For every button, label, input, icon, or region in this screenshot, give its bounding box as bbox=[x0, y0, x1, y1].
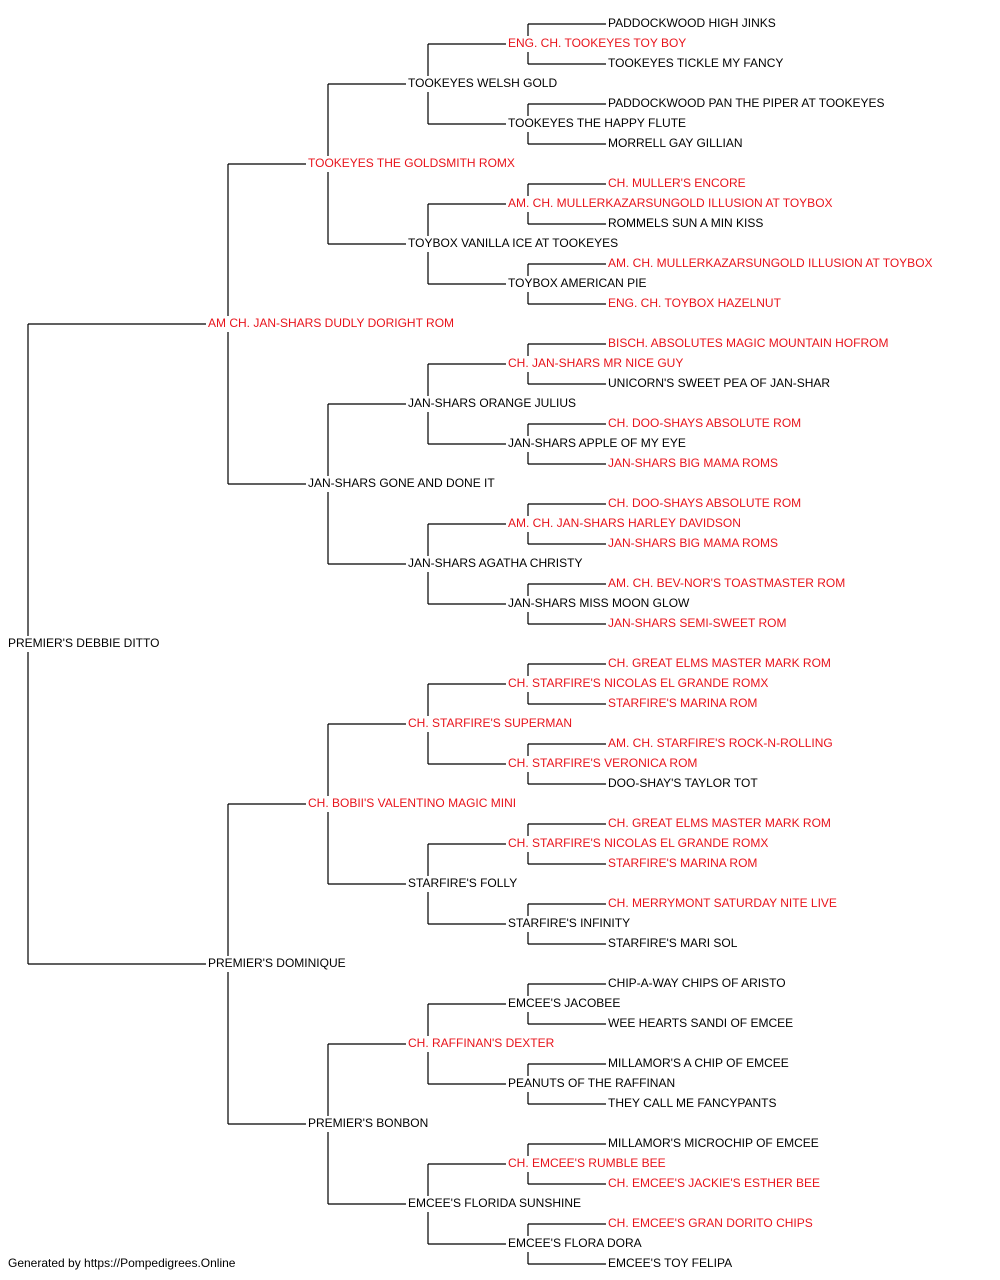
dog-name-gen2: PREMIER'S BONBON bbox=[308, 1116, 428, 1130]
dog-name-gen4: JAN-SHARS APPLE OF MY EYE bbox=[508, 436, 686, 450]
dog-name-gen3: JAN-SHARS AGATHA CHRISTY bbox=[408, 556, 582, 570]
dog-name-gen4: EMCEE'S FLORA DORA bbox=[508, 1236, 642, 1250]
dog-name-gen5: CH. EMCEE'S GRAN DORITO CHIPS bbox=[608, 1216, 813, 1230]
dog-name-gen5: AM. CH. MULLERKAZARSUNGOLD ILLUSION AT T… bbox=[608, 256, 933, 270]
dog-name-gen5: CH. MULLER'S ENCORE bbox=[608, 176, 746, 190]
dog-name-gen1: AM CH. JAN-SHARS DUDLY DORIGHT ROM bbox=[208, 316, 454, 330]
dog-name-gen4: AM. CH. JAN-SHARS HARLEY DAVIDSON bbox=[508, 516, 741, 530]
dog-name-gen5: THEY CALL ME FANCYPANTS bbox=[608, 1096, 777, 1110]
dog-name-gen2: TOOKEYES THE GOLDSMITH ROMX bbox=[308, 156, 515, 170]
dog-name-gen4: JAN-SHARS MISS MOON GLOW bbox=[508, 596, 690, 610]
dog-name-gen3: TOOKEYES WELSH GOLD bbox=[408, 76, 557, 90]
dog-name-gen4: TOYBOX AMERICAN PIE bbox=[508, 276, 646, 290]
dog-name-gen4: TOOKEYES THE HAPPY FLUTE bbox=[508, 116, 686, 130]
dog-name-gen4: AM. CH. MULLERKAZARSUNGOLD ILLUSION AT T… bbox=[508, 196, 833, 210]
dog-name-gen5: STARFIRE'S MARINA ROM bbox=[608, 696, 757, 710]
dog-name-gen3: JAN-SHARS ORANGE JULIUS bbox=[408, 396, 576, 410]
dog-name-gen4: STARFIRE'S INFINITY bbox=[508, 916, 630, 930]
dog-name-gen4: PEANUTS OF THE RAFFINAN bbox=[508, 1076, 675, 1090]
dog-name-gen5: CH. DOO-SHAYS ABSOLUTE ROM bbox=[608, 416, 801, 430]
dog-name-gen5: CH. GREAT ELMS MASTER MARK ROM bbox=[608, 656, 831, 670]
dog-name-gen5: STARFIRE'S MARI SOL bbox=[608, 936, 738, 950]
dog-name-gen4: CH. STARFIRE'S VERONICA ROM bbox=[508, 756, 697, 770]
dog-name-gen5: ENG. CH. TOYBOX HAZELNUT bbox=[608, 296, 782, 310]
dog-name-gen5: CH. MERRYMONT SATURDAY NITE LIVE bbox=[608, 896, 837, 910]
dog-name-gen5: CH. EMCEE'S JACKIE'S ESTHER BEE bbox=[608, 1176, 820, 1190]
dog-name-gen5: AM. CH. STARFIRE'S ROCK-N-ROLLING bbox=[608, 736, 833, 750]
dog-name-gen4: CH. JAN-SHARS MR NICE GUY bbox=[508, 356, 683, 370]
dog-name-gen3: TOYBOX VANILLA ICE AT TOOKEYES bbox=[408, 236, 618, 250]
dog-name-gen5: JAN-SHARS BIG MAMA ROMS bbox=[608, 456, 778, 470]
dog-name-gen5: BISCH. ABSOLUTES MAGIC MOUNTAIN HOFROM bbox=[608, 336, 888, 350]
dog-name-gen5: EMCEE'S TOY FELIPA bbox=[608, 1256, 732, 1270]
dog-name-gen5: AM. CH. BEV-NOR'S TOASTMASTER ROM bbox=[608, 576, 845, 590]
dog-name-gen3: CH. STARFIRE'S SUPERMAN bbox=[408, 716, 572, 730]
dog-name-gen5: PADDOCKWOOD PAN THE PIPER AT TOOKEYES bbox=[608, 96, 885, 110]
dog-name-gen5: DOO-SHAY'S TAYLOR TOT bbox=[608, 776, 758, 790]
dog-name-gen5: ROMMELS SUN A MIN KISS bbox=[608, 216, 763, 230]
dog-name-gen5: CH. GREAT ELMS MASTER MARK ROM bbox=[608, 816, 831, 830]
dog-name-gen5: CHIP-A-WAY CHIPS OF ARISTO bbox=[608, 976, 786, 990]
dog-name-gen0: PREMIER'S DEBBIE DITTO bbox=[8, 636, 159, 650]
dog-name-gen5: UNICORN'S SWEET PEA OF JAN-SHAR bbox=[608, 376, 830, 390]
dog-name-gen5: WEE HEARTS SANDI OF EMCEE bbox=[608, 1016, 793, 1030]
dog-name-gen4: CH. STARFIRE'S NICOLAS EL GRANDE ROMX bbox=[508, 676, 768, 690]
dog-name-gen1: PREMIER'S DOMINIQUE bbox=[208, 956, 346, 970]
dog-name-gen5: MORRELL GAY GILLIAN bbox=[608, 136, 743, 150]
dog-name-gen5: TOOKEYES TICKLE MY FANCY bbox=[608, 56, 783, 70]
dog-name-gen5: MILLAMOR'S MICROCHIP OF EMCEE bbox=[608, 1136, 819, 1150]
dog-name-gen5: CH. DOO-SHAYS ABSOLUTE ROM bbox=[608, 496, 801, 510]
dog-name-gen2: JAN-SHARS GONE AND DONE IT bbox=[308, 476, 495, 490]
dog-name-gen4: CH. STARFIRE'S NICOLAS EL GRANDE ROMX bbox=[508, 836, 768, 850]
dog-name-gen3: STARFIRE'S FOLLY bbox=[408, 876, 517, 890]
dog-name-gen5: MILLAMOR'S A CHIP OF EMCEE bbox=[608, 1056, 789, 1070]
dog-name-gen4: EMCEE'S JACOBEE bbox=[508, 996, 620, 1010]
dog-name-gen3: CH. RAFFINAN'S DEXTER bbox=[408, 1036, 555, 1050]
dog-name-gen4: ENG. CH. TOOKEYES TOY BOY bbox=[508, 36, 686, 50]
footer-credit: Generated by https://Pompedigrees.Online bbox=[8, 1256, 236, 1270]
dog-name-gen5: JAN-SHARS SEMI-SWEET ROM bbox=[608, 616, 786, 630]
dog-name-gen5: STARFIRE'S MARINA ROM bbox=[608, 856, 757, 870]
dog-name-gen5: JAN-SHARS BIG MAMA ROMS bbox=[608, 536, 778, 550]
dog-name-gen2: CH. BOBII'S VALENTINO MAGIC MINI bbox=[308, 796, 516, 810]
dog-name-gen4: CH. EMCEE'S RUMBLE BEE bbox=[508, 1156, 666, 1170]
dog-name-gen5: PADDOCKWOOD HIGH JINKS bbox=[608, 16, 776, 30]
dog-name-gen3: EMCEE'S FLORIDA SUNSHINE bbox=[408, 1196, 581, 1210]
